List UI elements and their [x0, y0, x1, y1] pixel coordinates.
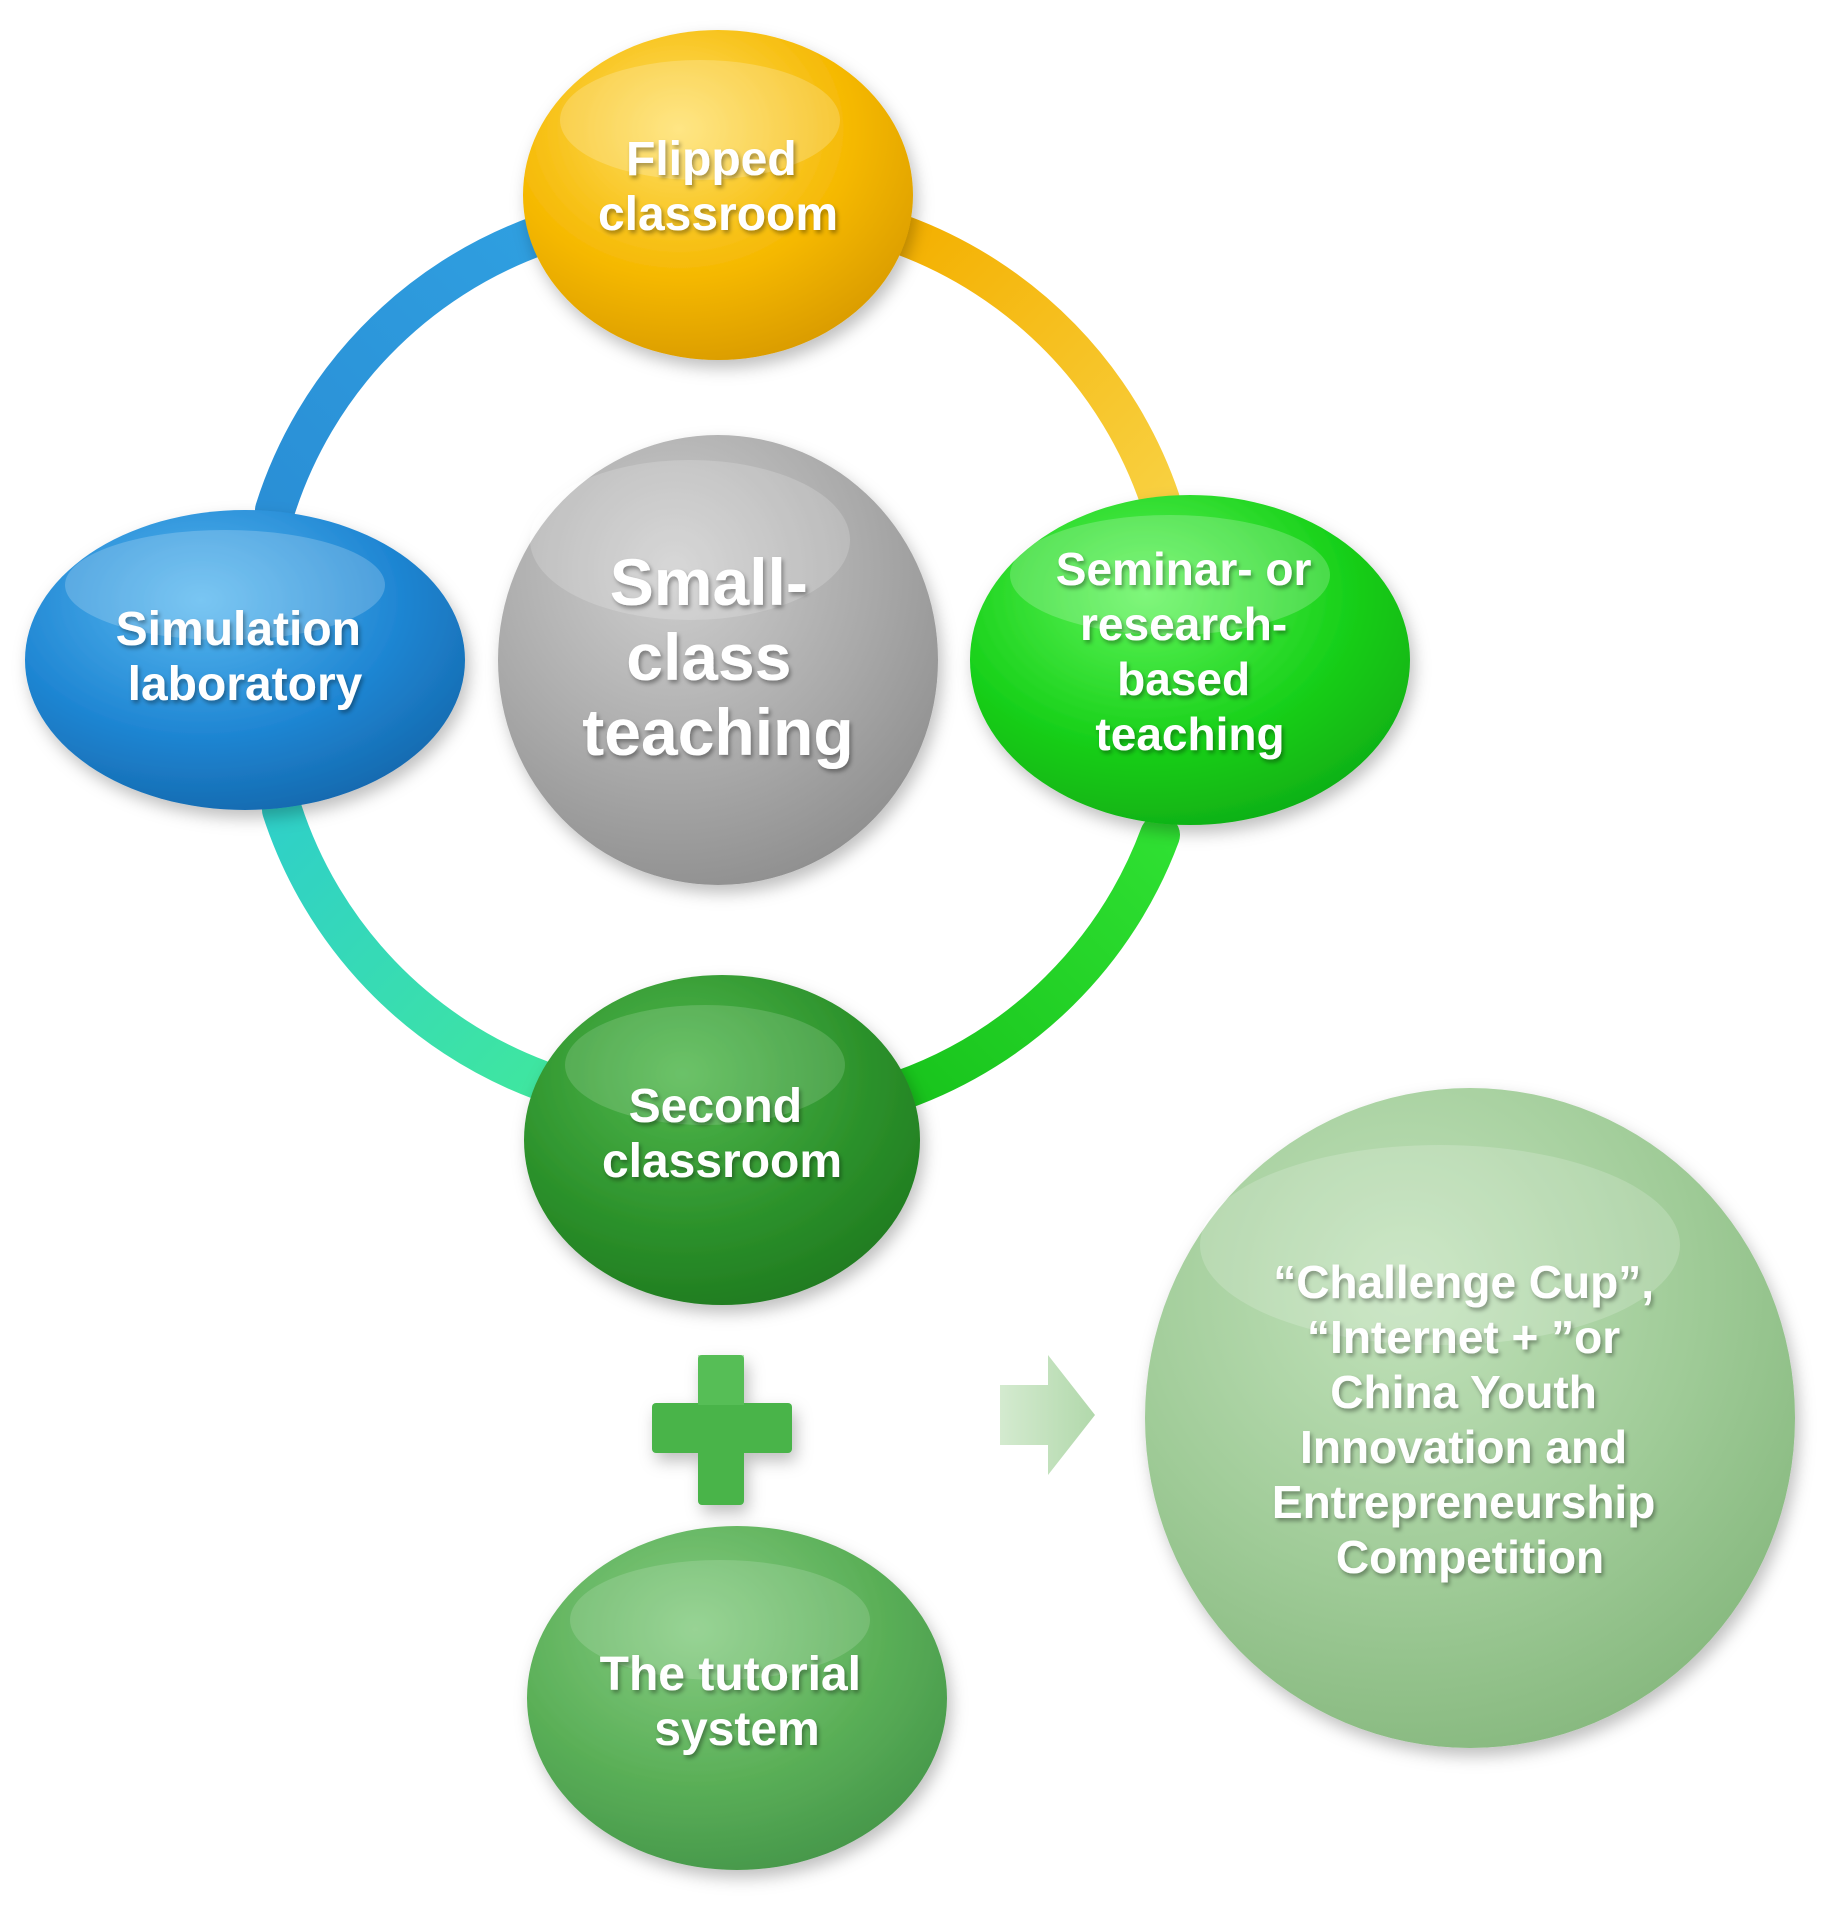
simulation-label-line: laboratory [128, 658, 363, 711]
ring-arc-bottom-right [882, 815, 1180, 1110]
competition-label-line: “Challenge Cup”, [1273, 1256, 1654, 1308]
simulation-label-line: Simulation [116, 603, 361, 656]
ring-arc-top-right [882, 215, 1180, 520]
tutorial-label-line: system [654, 1703, 819, 1756]
center-label-line: teaching [582, 695, 853, 769]
tutorial-label: The tutorial system [600, 1648, 875, 1756]
second-label-line: Second [629, 1080, 802, 1133]
center-label-line: Small- [610, 545, 808, 619]
tutorial-label-line: The tutorial [600, 1648, 861, 1701]
node-tutorial-system [527, 1526, 947, 1870]
competition-label-line: China Youth [1330, 1366, 1597, 1418]
center-node [498, 435, 938, 885]
flipped-label-line: classroom [598, 188, 838, 241]
seminar-label-line: teaching [1095, 708, 1284, 760]
seminar-label-line: based [1117, 653, 1250, 705]
seminar-label-line: research- [1080, 598, 1287, 650]
node-competition [1145, 1088, 1795, 1748]
ring-arc-top-left [255, 215, 560, 530]
node-second-classroom [524, 975, 920, 1305]
seminar-label-line: Seminar- or [1056, 543, 1312, 595]
node-simulation-laboratory [25, 510, 465, 810]
center-label-line: class [626, 620, 791, 694]
competition-label: “Challenge Cup”, “Internet + ”or China Y… [1272, 1256, 1668, 1583]
seminar-label: Seminar- or research- based teaching [1056, 543, 1324, 760]
plus-icon [652, 1355, 792, 1505]
ring-arc-bottom-left [262, 790, 560, 1100]
competition-label-line: Competition [1336, 1531, 1604, 1583]
competition-label-line: “Internet + ”or [1307, 1311, 1620, 1363]
node-flipped-classroom [523, 30, 913, 360]
second-label-line: classroom [602, 1135, 842, 1188]
node-seminar-research [970, 495, 1410, 825]
simulation-label: Simulation laboratory [116, 603, 375, 711]
competition-label-line: Innovation and [1300, 1421, 1627, 1473]
flipped-classroom-label: Flipped classroom [598, 133, 838, 241]
second-classroom-label: Second classroom [602, 1080, 842, 1188]
flipped-label-line: Flipped [626, 133, 797, 186]
cycle-ring [255, 215, 1180, 1110]
arrow-right-icon [1000, 1355, 1095, 1475]
center-label: Small- class teaching [582, 545, 853, 769]
competition-label-line: Entrepreneurship [1272, 1476, 1655, 1528]
